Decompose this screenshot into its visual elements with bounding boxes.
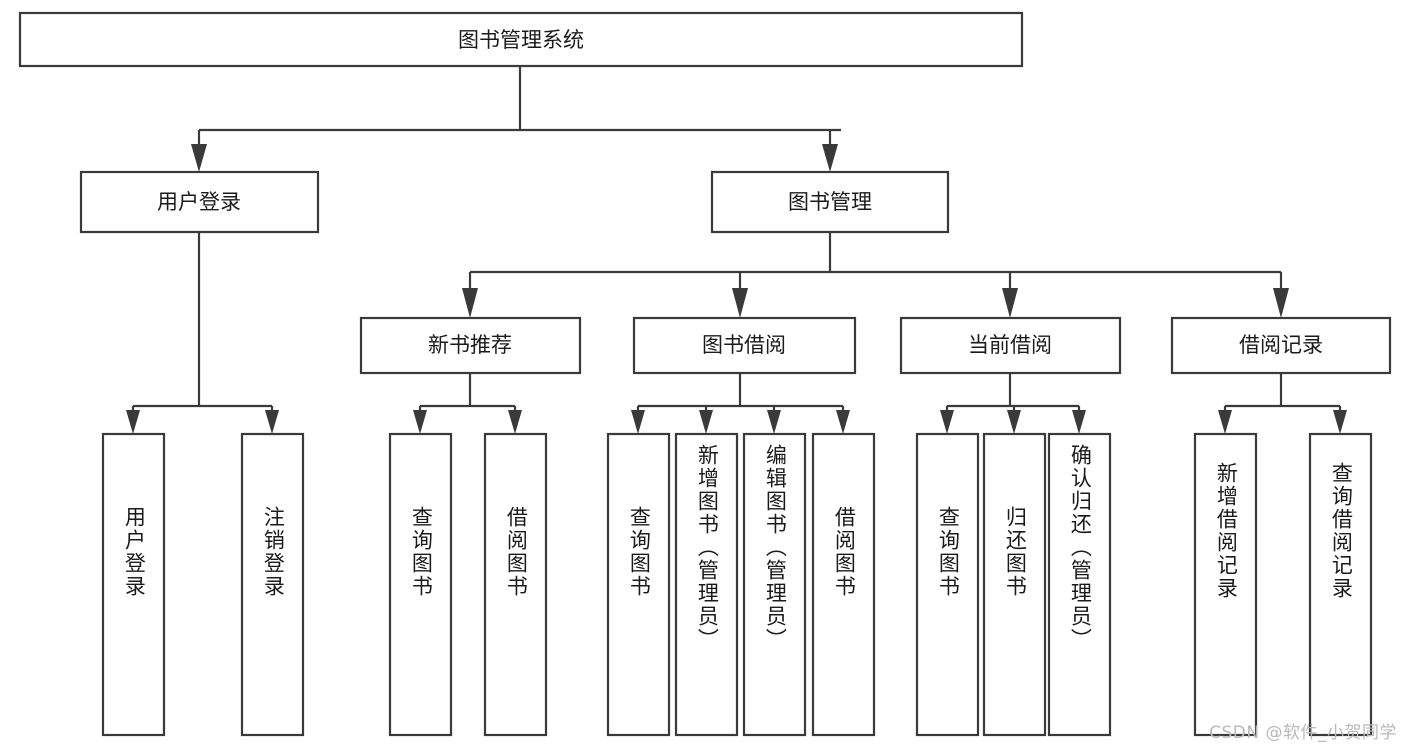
node-book-borrow-label: 图书借阅: [702, 333, 786, 357]
arrow-leaf-nb-query: [413, 410, 427, 434]
node-current-borrow[interactable]: 当前借阅: [899, 316, 1122, 375]
node-root[interactable]: 图书管理系统: [18, 11, 1024, 68]
node-new-book-recommend-label: 新书推荐: [428, 333, 512, 357]
arrow-leaf-bb-query: [631, 410, 645, 434]
leaf-box-nb-borrow-book[interactable]: [483, 432, 548, 737]
leaf-boxes: [101, 432, 1373, 737]
arrow-leaf-bb-add: [699, 410, 713, 434]
leaf-box-cb-confirm-return[interactable]: [1047, 432, 1112, 737]
leaf-box-logout[interactable]: [240, 432, 305, 737]
leaf-box-br-add-record[interactable]: [1193, 432, 1258, 737]
node-new-book-recommend[interactable]: 新书推荐: [359, 316, 582, 375]
leaf-box-cb-return-book[interactable]: [982, 432, 1047, 737]
edges-current-borrow-to-leaves: [940, 373, 1086, 434]
leaf-box-bb-add-book[interactable]: [674, 432, 739, 737]
node-user-login-box[interactable]: [79, 170, 320, 234]
edges-user-login-to-leaves: [126, 232, 279, 434]
arrow-leaf-logout: [265, 410, 279, 434]
arrow-root-to-user-login: [191, 144, 207, 172]
edges-root-to-level2: [191, 66, 841, 172]
csdn-watermark: CSDN @软件_小贺同学: [1209, 723, 1397, 743]
arrow-to-borrow-record: [1273, 288, 1289, 318]
arrow-leaf-br-query: [1333, 410, 1347, 434]
node-borrow-record-label: 借阅记录: [1239, 333, 1323, 357]
node-new-book-recommend-box[interactable]: [359, 316, 582, 375]
arrow-to-book-borrow: [732, 288, 748, 318]
node-user-login-label: 用户登录: [157, 190, 241, 214]
leaf-box-bb-borrow-book[interactable]: [811, 432, 876, 737]
edges-book-manage-to-level3: [462, 232, 1289, 318]
node-borrow-record[interactable]: 借阅记录: [1170, 316, 1392, 375]
edges-new-book-to-leaves: [413, 373, 522, 434]
leaf-box-nb-query-book[interactable]: [388, 432, 453, 737]
node-book-borrow-box[interactable]: [632, 316, 857, 375]
node-book-manage-label: 图书管理: [788, 190, 872, 214]
arrow-to-current-borrow: [1002, 288, 1018, 318]
arrow-leaf-nb-borrow: [508, 410, 522, 434]
arrow-leaf-cb-confirm: [1072, 410, 1086, 434]
arrow-leaf-br-add: [1218, 410, 1232, 434]
edges-borrow-record-to-leaves: [1218, 373, 1347, 434]
leaf-box-cb-query-book[interactable]: [915, 432, 980, 737]
node-book-borrow[interactable]: 图书借阅: [632, 316, 857, 375]
arrow-leaf-cb-return: [1007, 410, 1021, 434]
node-user-login[interactable]: 用户登录: [79, 170, 320, 234]
arrow-leaf-bb-borrow: [836, 410, 850, 434]
arrow-leaf-cb-query: [940, 410, 954, 434]
arrow-root-to-book-manage: [822, 144, 838, 172]
arrow-leaf-user-login: [126, 410, 140, 434]
node-current-borrow-label: 当前借阅: [968, 333, 1052, 357]
leaf-box-br-query-record[interactable]: [1308, 432, 1373, 737]
arrow-leaf-bb-edit: [767, 410, 781, 434]
node-borrow-record-box[interactable]: [1170, 316, 1392, 375]
node-current-borrow-box[interactable]: [899, 316, 1122, 375]
node-book-manage-box[interactable]: [710, 170, 950, 234]
edges-book-borrow-to-leaves: [631, 373, 850, 434]
leaf-box-bb-edit-book[interactable]: [742, 432, 807, 737]
leaf-box-user-login[interactable]: [101, 432, 166, 737]
node-book-manage[interactable]: 图书管理: [710, 170, 950, 234]
node-root-label: 图书管理系统: [458, 28, 584, 52]
leaf-box-bb-query-book[interactable]: [606, 432, 671, 737]
node-root-box[interactable]: [18, 11, 1024, 68]
arrow-to-new-book: [462, 288, 478, 318]
